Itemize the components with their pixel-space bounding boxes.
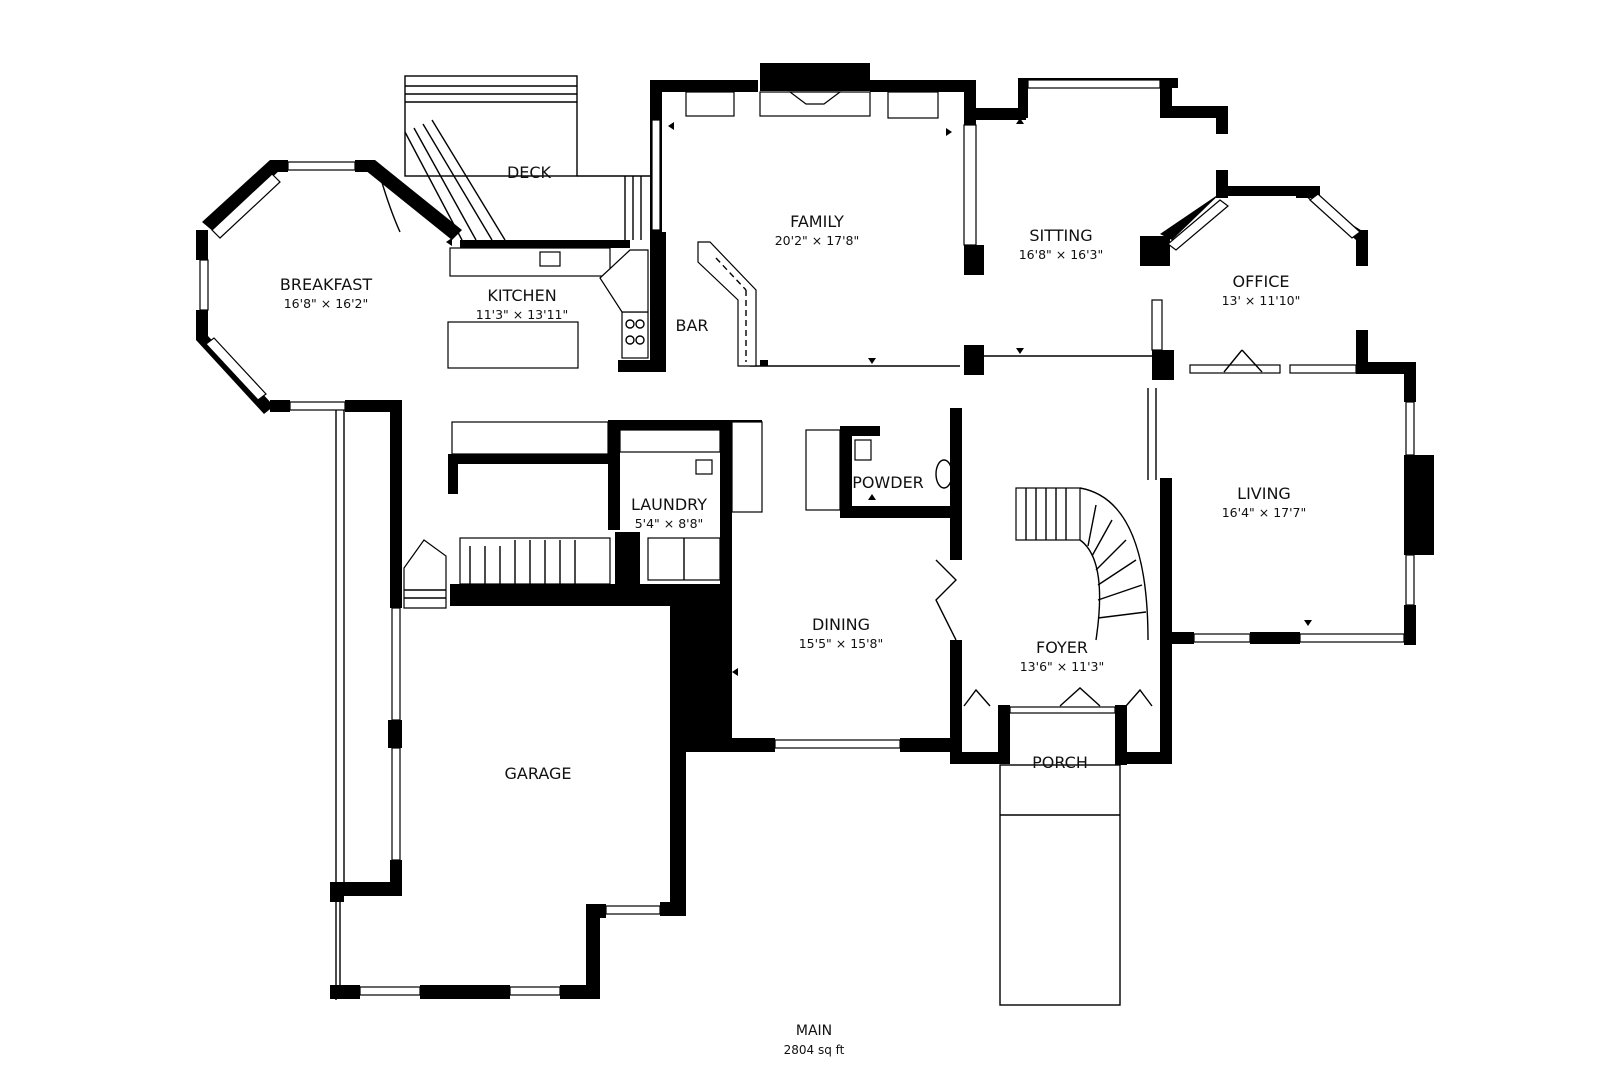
kitchen-fixtures (447, 240, 649, 369)
room-laundry-dims: 5'4" × 8'8" (635, 516, 704, 531)
total-area: 2804 sq ft (784, 1043, 845, 1057)
room-kitchen-dims: 11'3" × 13'11" (476, 307, 568, 322)
room-office-dims: 13' × 11'10" (1222, 293, 1301, 308)
angled-windows (205, 173, 1361, 401)
room-labels: DECK FAMILY 20'2" × 17'8" SITTING 16'8" … (280, 163, 1306, 783)
room-dining-dims: 15'5" × 15'8" (799, 636, 884, 651)
foyer-staircase (1015, 487, 1149, 641)
bar-counter (697, 241, 757, 367)
room-breakfast-dims: 16'8" × 16'2" (284, 296, 369, 311)
room-living-name: LIVING (1237, 484, 1291, 503)
room-kitchen-name: KITCHEN (487, 286, 556, 305)
room-porch-name: PORCH (1032, 753, 1088, 772)
family-builtins (685, 91, 939, 119)
room-foyer-dims: 13'6" × 11'3" (1020, 659, 1105, 674)
room-living-dims: 16'4" × 17'7" (1222, 505, 1307, 520)
laundry-fixtures (403, 421, 763, 609)
room-deck-name: DECK (507, 163, 552, 182)
porch-walkway (999, 764, 1121, 1006)
room-office-name: OFFICE (1233, 272, 1290, 291)
windows (199, 79, 1415, 996)
room-garage-name: GARAGE (505, 764, 572, 783)
level-name: MAIN (796, 1023, 832, 1039)
room-breakfast-name: BREAKFAST (280, 275, 372, 294)
room-dining-name: DINING (812, 615, 870, 634)
room-bar-name: BAR (675, 316, 708, 335)
room-powder-name: POWDER (852, 473, 924, 492)
room-laundry-name: LAUNDRY (631, 495, 707, 514)
footer: MAIN 2804 sq ft (784, 1023, 845, 1057)
room-sitting-name: SITTING (1029, 226, 1092, 245)
room-foyer-name: FOYER (1036, 638, 1088, 657)
walls (196, 63, 1434, 999)
powder-fixtures (805, 429, 953, 511)
deck (404, 75, 655, 241)
open-boundaries (335, 355, 1157, 1000)
doors (379, 175, 1263, 707)
room-family-dims: 20'2" × 17'8" (775, 233, 860, 248)
room-sitting-dims: 16'8" × 16'3" (1019, 247, 1104, 262)
dimension-markers (446, 118, 1312, 676)
room-family-name: FAMILY (790, 212, 844, 231)
